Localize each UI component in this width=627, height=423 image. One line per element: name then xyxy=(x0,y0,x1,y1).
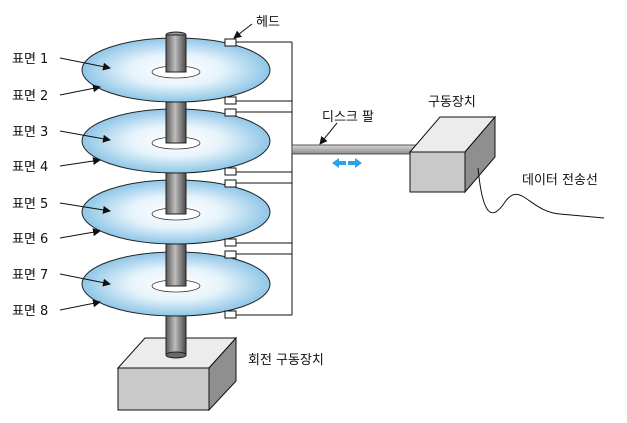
surface-4-label: 표면 4 xyxy=(12,160,48,175)
surface-5-label: 표면 5 xyxy=(12,197,48,212)
surface-7-label: 표면 7 xyxy=(12,268,48,283)
head-6 xyxy=(224,238,237,247)
heads xyxy=(224,38,237,319)
head-7 xyxy=(224,250,237,259)
head-arm-assembly xyxy=(236,41,293,316)
drive-unit-label: 구동장치 xyxy=(428,95,476,110)
head-1 xyxy=(224,38,237,47)
surface-8-label: 표면 8 xyxy=(12,304,48,319)
platter-1 xyxy=(81,34,271,103)
head-5 xyxy=(224,179,237,188)
surface-pointers xyxy=(59,23,338,311)
surface-3-label: 표면 3 xyxy=(12,125,48,140)
surface-2-label: 표면 2 xyxy=(12,89,48,104)
disk-arm xyxy=(291,144,418,155)
platter-3 xyxy=(81,172,271,245)
labels: 표면 1 표면 2 표면 3 표면 4 표면 5 표면 6 표면 7 표면 8 … xyxy=(12,15,598,368)
platter-4 xyxy=(81,243,271,317)
data-cable xyxy=(477,167,605,219)
rotation-drive-label: 회전 구동장치 xyxy=(248,353,324,368)
head-2 xyxy=(224,96,237,105)
data-line-label: 데이터 전송선 xyxy=(522,173,598,188)
platter-2 xyxy=(81,101,271,174)
surface-1-label: 표면 1 xyxy=(12,52,48,67)
disk-arm-label: 디스크 팔 xyxy=(322,110,374,125)
head-label: 헤드 xyxy=(256,15,280,30)
surface-6-label: 표면 6 xyxy=(12,232,48,247)
head-8 xyxy=(224,310,237,319)
double-arrow-icon xyxy=(332,158,362,168)
head-4 xyxy=(224,167,237,176)
drive-unit-box xyxy=(408,115,497,194)
head-3 xyxy=(224,108,237,117)
